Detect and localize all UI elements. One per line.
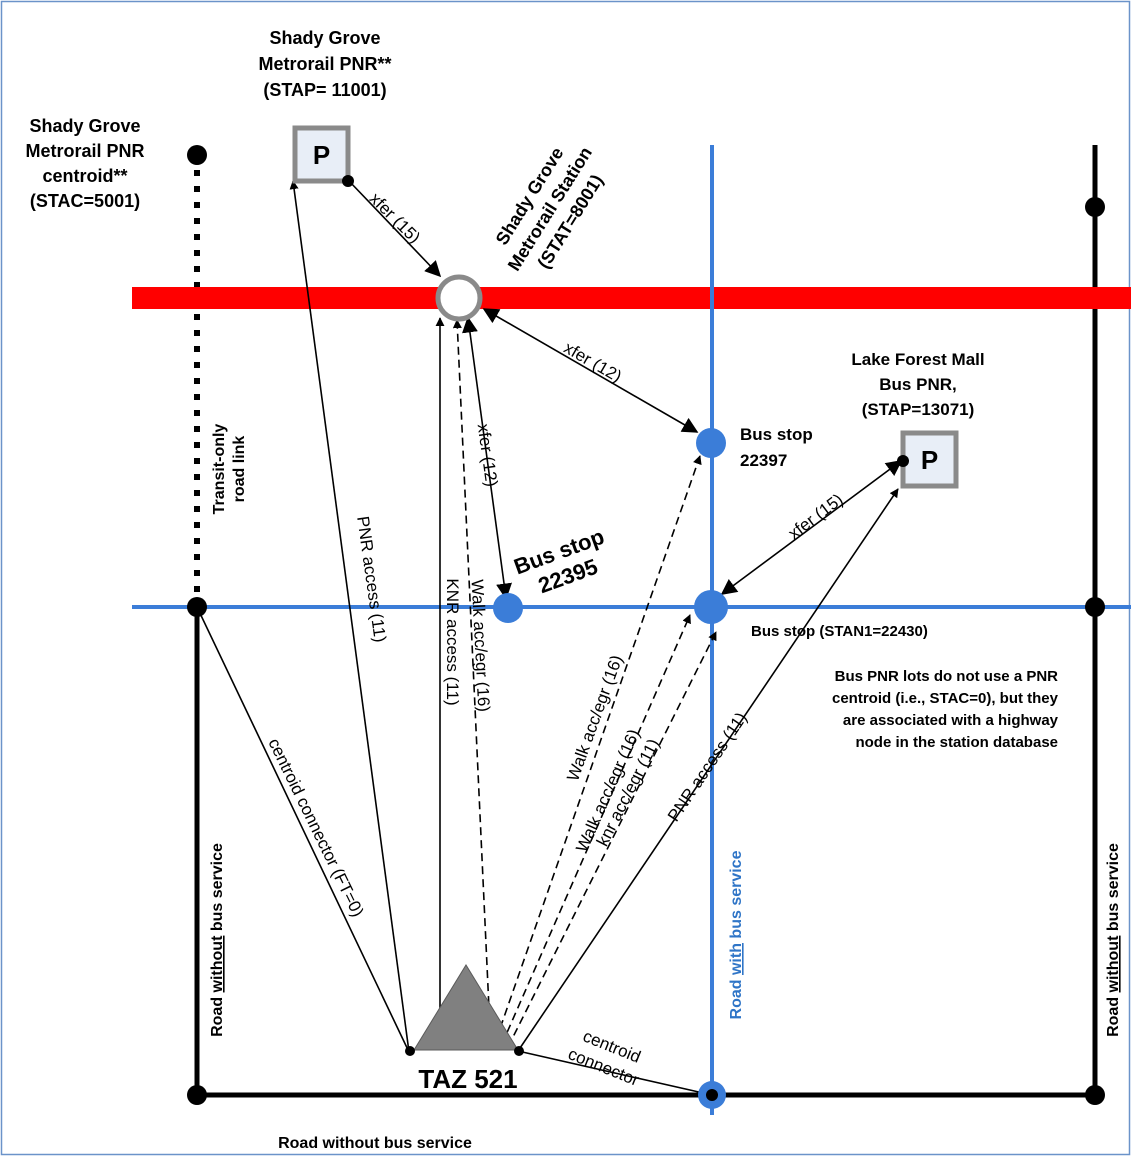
- svg-text:road link: road link: [231, 436, 248, 503]
- node-dot-icon: [897, 455, 909, 467]
- bus-stop-22397-icon: [696, 428, 726, 458]
- link-xfer12-right: [482, 308, 699, 433]
- label-bus-stop-22397: Bus stop 22397: [740, 425, 813, 470]
- label-xfer15-right: xfer (15): [785, 490, 847, 543]
- label-bus-stop-22395: Bus stop 22395: [511, 524, 608, 598]
- pnr-p-symbol: P: [313, 140, 330, 170]
- svg-text:Bus stop: Bus stop: [740, 425, 813, 444]
- svg-text:Bus PNR lots do not use a PNR: Bus PNR lots do not use a PNR: [835, 668, 1059, 685]
- svg-text:Shady Grove: Shady Grove: [269, 28, 380, 48]
- label-xfer12-down: xfer (12): [474, 423, 502, 488]
- road-node-icon: [1085, 1085, 1105, 1105]
- link-xfer15-right: [720, 460, 903, 595]
- centroid-node-icon: [187, 145, 207, 165]
- taz-triangle-icon: [413, 964, 519, 1051]
- svg-text:22397: 22397: [740, 451, 787, 470]
- svg-text:Metrorail PNR: Metrorail PNR: [25, 141, 144, 161]
- link-walk-metro: [452, 319, 491, 1031]
- pnr-lot-shady-grove-icon: [292, 125, 351, 184]
- label-shady-grove-pnr: Shady Grove Metrorail PNR** (STAP= 11001…: [258, 28, 391, 100]
- note-bus-pnr: Bus PNR lots do not use a PNR centroid (…: [832, 668, 1059, 751]
- link-xfer12-down: [462, 316, 512, 600]
- road-node-icon: [187, 1085, 207, 1105]
- road-node-icon: [1085, 597, 1105, 617]
- road-node-icon: [1085, 197, 1105, 217]
- node-dot-icon: [514, 1046, 524, 1056]
- label-road-center: Road with bus service: [728, 850, 745, 1019]
- label-centroid-ft0: centroid connector (FT=0): [264, 735, 367, 920]
- svg-text:(STAC=5001): (STAC=5001): [30, 191, 140, 211]
- road-node-icon: [187, 597, 207, 617]
- svg-text:Metrorail PNR**: Metrorail PNR**: [258, 54, 391, 74]
- metrorail-line: [132, 287, 1131, 309]
- svg-text:Lake Forest Mall: Lake Forest Mall: [851, 350, 984, 369]
- bus-stop-22395-icon: [493, 593, 523, 623]
- svg-text:Shady Grove: Shady Grove: [29, 116, 140, 136]
- label-road-right: Road without bus service: [1105, 843, 1122, 1037]
- svg-text:(STAP=13071): (STAP=13071): [862, 400, 975, 419]
- link-pnr-access-left: [289, 180, 410, 1053]
- metro-station-icon: [435, 274, 483, 322]
- bus-stop-22430-icon: [694, 590, 728, 624]
- svg-text:(STAP= 11001): (STAP= 11001): [263, 80, 386, 100]
- label-xfer15-top: xfer (15): [366, 189, 424, 247]
- label-taz: TAZ 521: [418, 1064, 517, 1094]
- svg-text:Transit-only: Transit-only: [211, 424, 228, 515]
- link-centroid-ft0: [196, 606, 410, 1053]
- label-pnr-access-left: PNR access (11): [353, 515, 390, 644]
- label-pnr-access-right: PNR access (11): [664, 709, 751, 825]
- label-road-bottom: Road without bus service: [278, 1135, 472, 1152]
- link-walk-22430: [501, 614, 691, 1045]
- node-dot-icon: [342, 175, 354, 187]
- label-transit-only-road-link: Transit-only road link: [211, 424, 248, 515]
- node-dot-icon: [706, 1089, 718, 1101]
- label-xfer12-right: xfer (12): [561, 338, 625, 386]
- label-lake-forest-pnr: Lake Forest Mall Bus PNR, (STAP=13071): [851, 350, 984, 419]
- pnr-p-symbol: P: [921, 445, 938, 475]
- label-walk-metro: Walk acc/egr (16): [468, 579, 494, 712]
- node-dot-icon: [405, 1046, 415, 1056]
- svg-text:are associated with a highway: are associated with a highway: [843, 712, 1059, 729]
- label-bus-stop-22430: Bus stop (STAN1=22430): [751, 623, 928, 640]
- svg-text:centroid (i.e., STAC=0), but t: centroid (i.e., STAC=0), but they: [832, 690, 1059, 707]
- link-pnr-access-right: [517, 488, 899, 1052]
- label-shady-grove-centroid: Shady Grove Metrorail PNR centroid** (ST…: [25, 116, 144, 211]
- label-metro-station: Shady Grove Metrorail Station (STAT=8001…: [492, 143, 607, 274]
- link-centroid-connector: [517, 1050, 713, 1096]
- label-centroid-connector: centroid connector: [565, 1026, 643, 1089]
- label-knr-access: KNR access (11): [443, 578, 462, 705]
- svg-text:centroid**: centroid**: [42, 166, 127, 186]
- link-xfer15-top: [348, 180, 442, 278]
- svg-text:Bus PNR,: Bus PNR,: [879, 375, 956, 394]
- label-road-left: Road without bus service: [209, 843, 226, 1037]
- svg-text:node in the station database: node in the station database: [855, 734, 1058, 751]
